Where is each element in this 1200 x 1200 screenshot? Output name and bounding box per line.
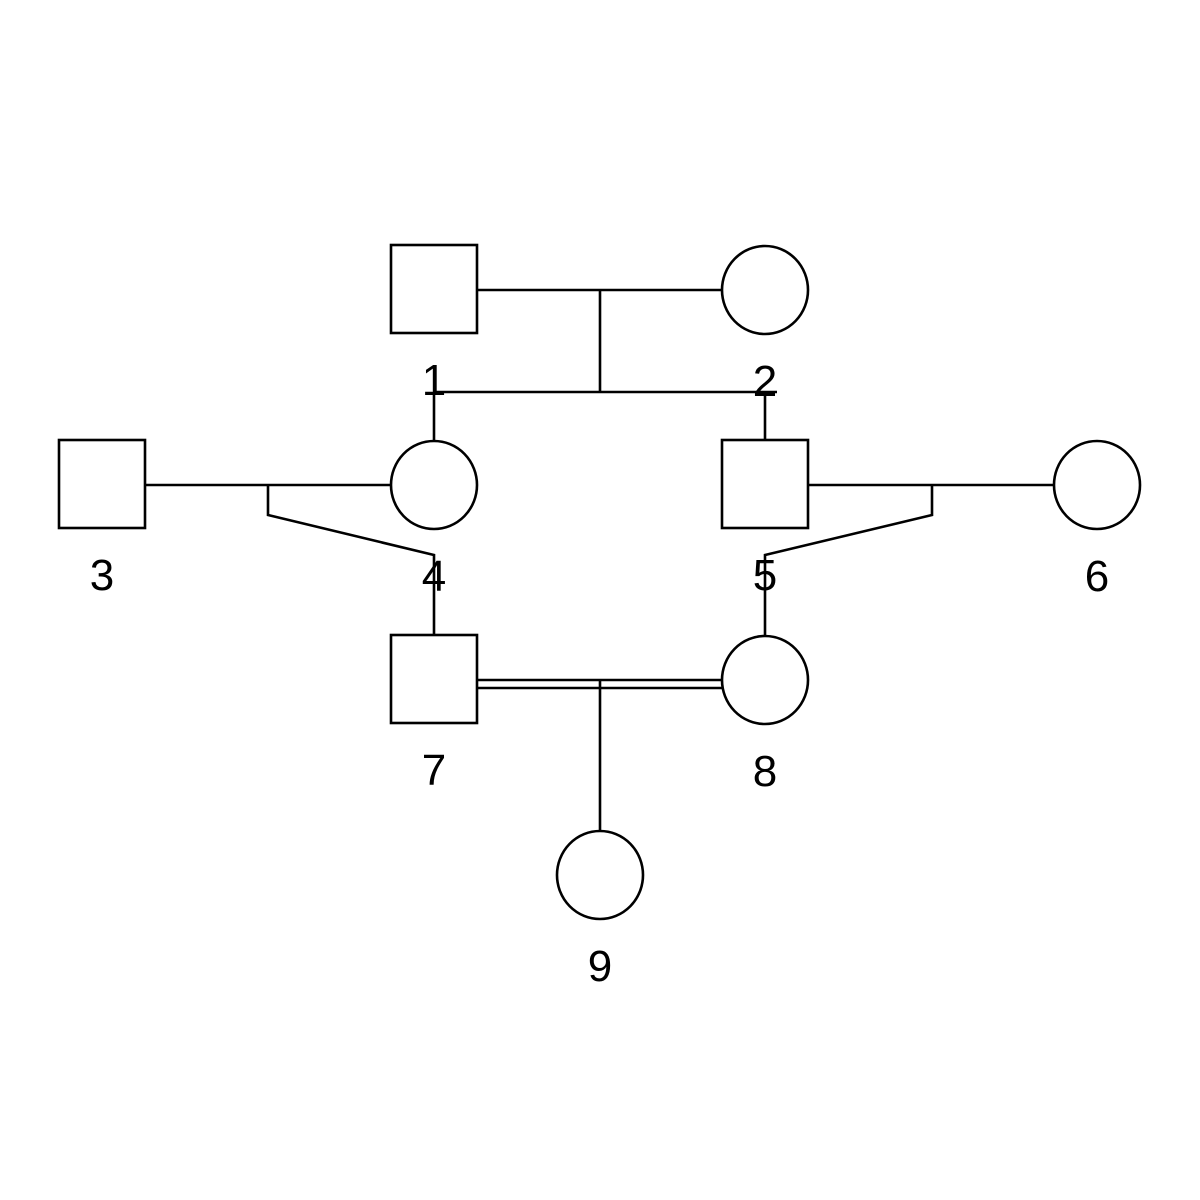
individuals: 1 2 3 4 5 6 7 8 9	[57, 243, 1142, 991]
male-square-icon	[389, 243, 479, 335]
individual-4: 4	[389, 439, 479, 601]
female-circle-icon	[389, 439, 479, 531]
individual-2: 2	[720, 244, 810, 406]
female-circle-icon	[555, 829, 645, 921]
male-square-icon	[389, 633, 479, 725]
individual-label: 4	[422, 552, 446, 601]
descent-line-5-6	[763, 485, 934, 636]
individual-6: 6	[1052, 439, 1142, 601]
individual-7: 7	[389, 633, 479, 795]
individual-5: 5	[720, 438, 810, 600]
individual-3: 3	[57, 438, 147, 600]
individual-label: 6	[1085, 552, 1109, 601]
female-circle-icon	[1052, 439, 1142, 531]
individual-label: 3	[90, 551, 114, 600]
connector-lines	[145, 288, 1054, 831]
male-square-icon	[57, 438, 147, 530]
individual-1: 1	[389, 243, 479, 405]
individual-label: 5	[753, 551, 777, 600]
individual-9: 9	[555, 829, 645, 991]
individual-label: 9	[588, 942, 612, 991]
individual-label: 1	[422, 356, 446, 405]
male-square-icon	[720, 438, 810, 530]
individual-label: 7	[422, 746, 446, 795]
individual-label: 8	[753, 747, 777, 796]
female-circle-icon	[720, 244, 810, 336]
individual-8: 8	[720, 634, 810, 796]
female-circle-icon	[720, 634, 810, 726]
individual-label: 2	[753, 357, 777, 406]
descent-line-3-4	[266, 485, 436, 635]
